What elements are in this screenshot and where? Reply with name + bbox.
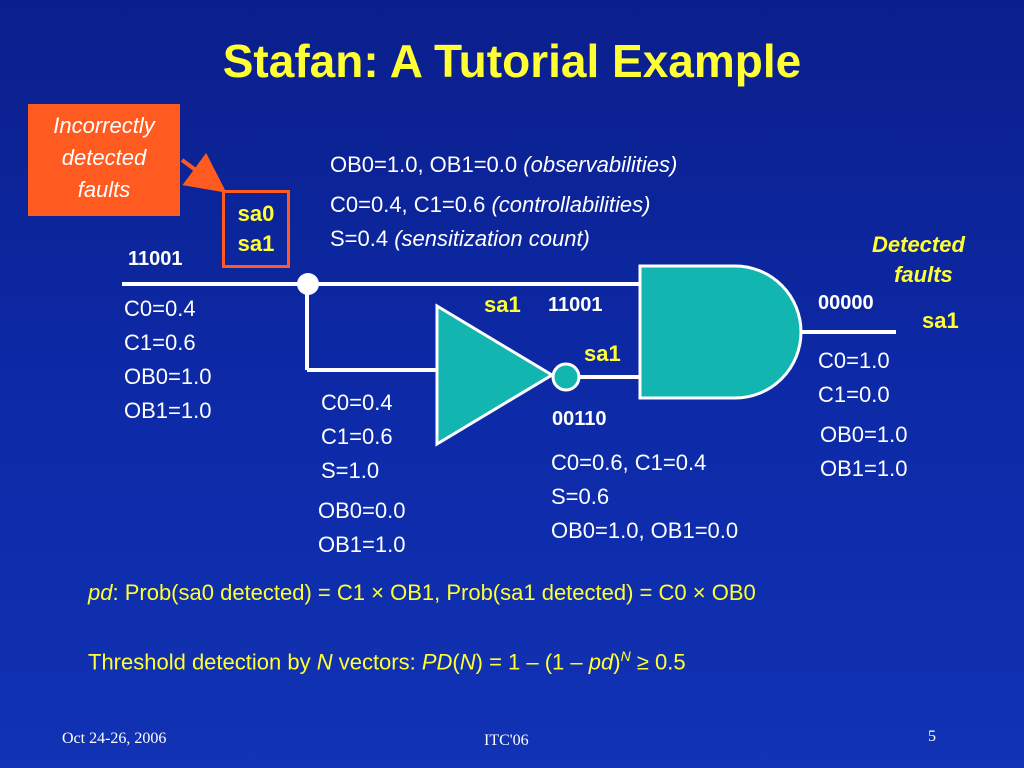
top-info-line2: C0=0.4, C1=0.6 (controllabilities) <box>330 192 651 217</box>
branch-stats: C0=0.4 C1=0.6 S=1.0 <box>321 386 393 488</box>
detected-line: faults <box>894 262 953 287</box>
inverter-gate <box>435 303 555 447</box>
callout-line: detected <box>61 145 147 170</box>
output-stats-ob: OB0=1.0 OB1=1.0 <box>820 418 907 486</box>
stat-line: C0=0.6, C1=0.4 <box>551 450 707 475</box>
callout-line: faults <box>77 177 131 202</box>
top-info-line3: S=0.4 (sensitization count) <box>330 226 590 251</box>
top-info-line1: OB0=1.0, OB1=0.0 (observabilities) <box>330 152 678 177</box>
formula-pd: pd: Prob(sa0 detected) = C1 × OB1, Prob(… <box>88 580 756 605</box>
inverter-output-vector: 00110 <box>552 408 607 430</box>
stat-line: OB1=1.0 <box>124 398 212 423</box>
stat-line: C0=0.4 <box>321 390 393 415</box>
callout-arrow <box>180 152 227 193</box>
incorrect-faults-box: sa0 sa1 <box>222 190 290 268</box>
stat-line: C0=1.0 <box>818 348 890 373</box>
stat-line: OB1=1.0 <box>318 532 406 557</box>
and-input-vector: 11001 <box>548 294 603 316</box>
detected-line: Detected <box>872 232 965 257</box>
inverter-bubble <box>551 362 581 392</box>
top-info: OB0=1.0, OB1=0.0 (observabilities) <box>330 148 677 182</box>
stat-line: C1=0.0 <box>818 382 890 407</box>
stat-line: C0=0.4 <box>124 296 196 321</box>
stat-line: C1=0.6 <box>124 330 196 355</box>
and-gate <box>638 264 803 400</box>
footer-date: Oct 24-26, 2006 <box>62 730 167 747</box>
inverter-output-stats: C0=0.6, C1=0.4 S=0.6 OB0=1.0, OB1=0.0 <box>551 446 738 548</box>
stat-line: OB0=1.0 <box>820 422 908 447</box>
inverter-output-fault: sa1 <box>584 341 621 366</box>
fanout-node <box>297 273 319 295</box>
branch-obs: OB0=0.0 OB1=1.0 <box>318 494 405 562</box>
footer-page-number: 5 <box>928 728 936 745</box>
callout-line: Incorrectly <box>53 113 155 138</box>
stat-line: OB0=1.0 <box>124 364 212 389</box>
footer-conference: ITC'06 <box>484 732 529 749</box>
detected-faults-label: Detected faults <box>872 230 965 290</box>
output-vector: 00000 <box>818 292 874 314</box>
top-info-2: C0=0.4, C1=0.6 (controllabilities) S=0.4… <box>330 188 650 256</box>
formula-threshold: Threshold detection by N vectors: PD(N) … <box>88 648 686 675</box>
fault-sa0: sa0 <box>237 201 275 226</box>
input-stats: C0=0.4 C1=0.6 OB0=1.0 OB1=1.0 <box>124 292 211 428</box>
slide-title: Stafan: A Tutorial Example <box>222 35 802 87</box>
stat-line: S=1.0 <box>321 458 380 483</box>
stat-line: C1=0.6 <box>321 424 393 449</box>
stat-line: OB0=0.0 <box>318 498 406 523</box>
incorrect-faults-callout: Incorrectly detected faults <box>28 104 180 216</box>
stat-line: OB0=1.0, OB1=0.0 <box>551 518 739 543</box>
fault-sa1: sa1 <box>237 231 275 256</box>
output-stats-c: C0=1.0 C1=0.0 <box>818 344 890 412</box>
stat-line: S=0.6 <box>551 484 610 509</box>
output-fault: sa1 <box>922 308 959 333</box>
and-input-fault: sa1 <box>484 292 521 317</box>
input-vector: 11001 <box>128 248 183 270</box>
stat-line: OB1=1.0 <box>820 456 908 481</box>
